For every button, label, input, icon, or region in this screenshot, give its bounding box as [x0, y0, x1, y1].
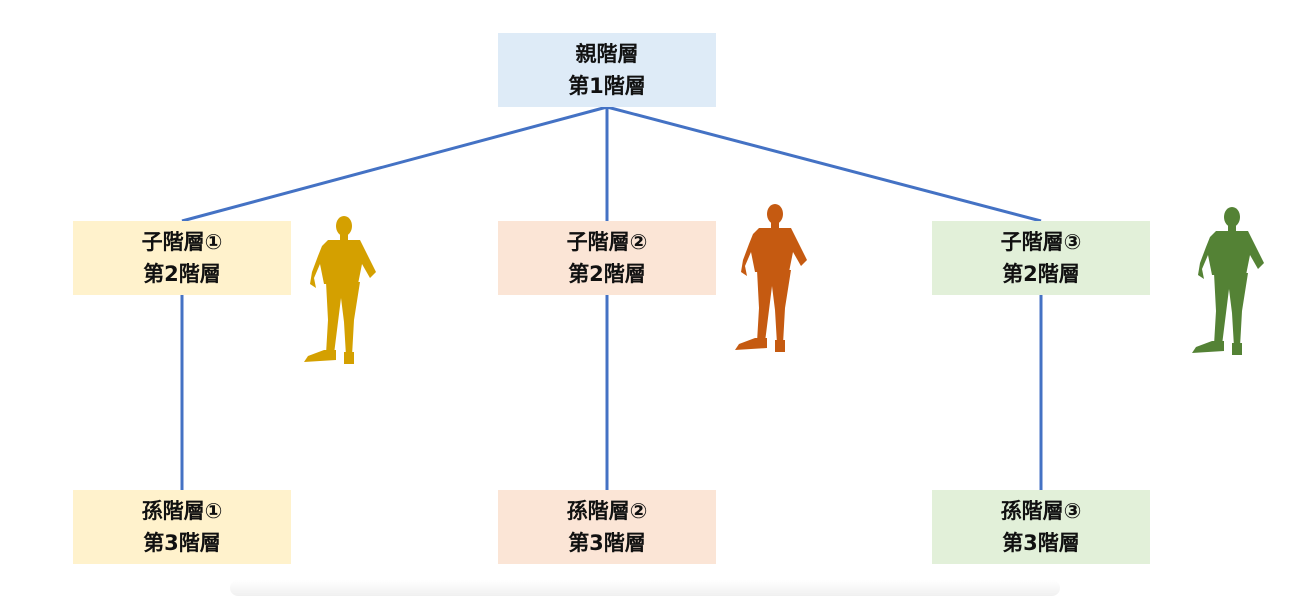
connector-root-child1 [181, 105, 608, 223]
person-silhouette-icon [304, 216, 376, 364]
node-root-name: 親階層 [575, 42, 639, 66]
node-child-2-level: 第2階層 [568, 262, 646, 286]
node-child-1-name: 子階層① [141, 230, 223, 254]
node-child-2: 子階層② 第2階層 [498, 221, 716, 295]
node-grandchild-3-name: 孫階層③ [1000, 499, 1082, 523]
node-grandchild-1-name: 孫階層① [141, 499, 223, 523]
node-root-level: 第1階層 [568, 74, 646, 98]
node-grandchild-3-level: 第3階層 [1002, 531, 1080, 555]
node-grandchild-2-name: 孫階層② [566, 499, 648, 523]
node-root: 親階層 第1階層 [498, 33, 716, 107]
node-child-1-level: 第2階層 [143, 262, 221, 286]
node-child-2-name: 子階層② [566, 230, 648, 254]
node-grandchild-2: 孫階層② 第3階層 [498, 490, 716, 564]
bottom-shadow [230, 580, 1060, 596]
connector-root-child3 [606, 105, 1042, 223]
node-child-3: 子階層③ 第2階層 [932, 221, 1150, 295]
node-grandchild-3: 孫階層③ 第3階層 [932, 490, 1150, 564]
node-grandchild-1: 孫階層① 第3階層 [73, 490, 291, 564]
person-silhouette-icon [735, 204, 807, 352]
node-child-3-name: 子階層③ [1000, 230, 1082, 254]
node-child-1: 子階層① 第2階層 [73, 221, 291, 295]
person-silhouette-icon [1192, 207, 1264, 355]
node-grandchild-1-level: 第3階層 [143, 531, 221, 555]
node-child-3-level: 第2階層 [1002, 262, 1080, 286]
node-grandchild-2-level: 第3階層 [568, 531, 646, 555]
